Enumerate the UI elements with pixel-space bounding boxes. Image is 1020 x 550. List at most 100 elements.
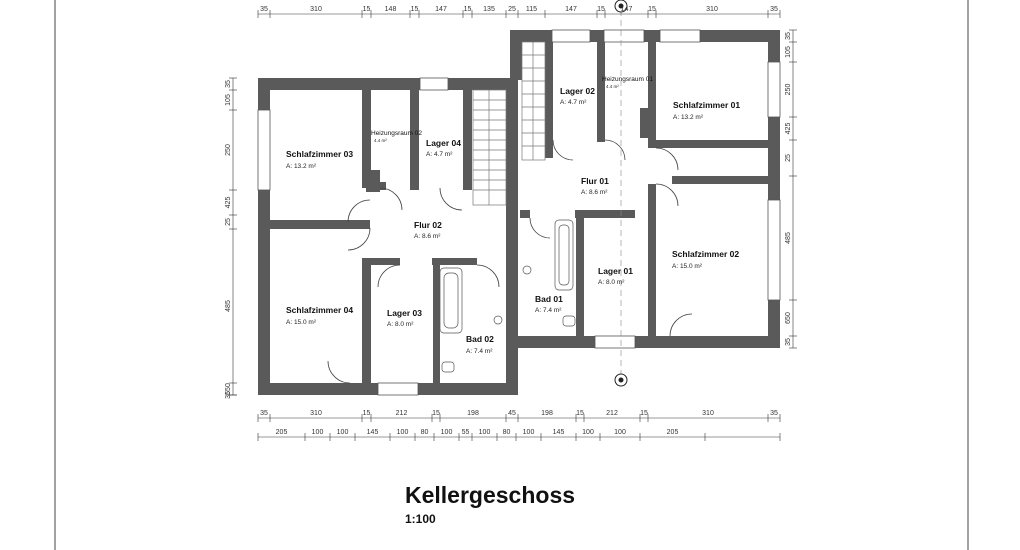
dimension-label: 25 bbox=[225, 218, 232, 226]
room-name: Flur 01 bbox=[581, 176, 609, 186]
dimension-label: 310 bbox=[706, 6, 718, 13]
room-area: A: 7.4 m² bbox=[466, 348, 493, 355]
dimension-label: 15 bbox=[411, 6, 419, 13]
dimension-label: 35 bbox=[785, 32, 792, 40]
walls bbox=[258, 30, 780, 395]
room-area: A: 15.0 m² bbox=[672, 263, 703, 270]
dimension-label: 100 bbox=[397, 429, 409, 436]
room-name: Schlafzimmer 01 bbox=[673, 100, 740, 110]
dimension-label: 425 bbox=[785, 123, 792, 135]
room-area: A: 13.2 m² bbox=[286, 163, 317, 170]
dimension-label: 250 bbox=[225, 144, 232, 156]
room-area: A: 8.0 m² bbox=[387, 321, 414, 328]
dimension-label: 212 bbox=[606, 410, 618, 417]
dimension-label: 25 bbox=[508, 6, 516, 13]
dimension-label: 115 bbox=[526, 6, 537, 13]
room-name: Lager 02 bbox=[560, 86, 595, 96]
room-area: A: 8.0 m² bbox=[598, 279, 625, 286]
room-name: Lager 04 bbox=[426, 138, 461, 148]
room-name: Lager 01 bbox=[598, 266, 633, 276]
dimension-label: 100 bbox=[441, 429, 453, 436]
dimension-label: 100 bbox=[312, 429, 324, 436]
room-name: Bad 01 bbox=[535, 294, 563, 304]
dimension-label: 15 bbox=[363, 6, 371, 13]
dimension-label: 145 bbox=[367, 429, 379, 436]
dimension-label: 650 bbox=[225, 383, 232, 395]
dimension-label: 80 bbox=[503, 429, 511, 436]
dimension-label: 147 bbox=[565, 6, 577, 13]
dimension-chain-top: 35 310 15 148 15 147 15 135 25 115 147 15 147 15 310 35 bbox=[257, 6, 781, 18]
dimension-label: 100 bbox=[337, 429, 349, 436]
dimension-label: 80 bbox=[421, 429, 429, 436]
dimension-label: 15 bbox=[464, 6, 472, 13]
dimension-label: 45 bbox=[508, 410, 516, 417]
dimension-label: 145 bbox=[553, 429, 565, 436]
sheet-title: Kellergeschoss bbox=[405, 482, 576, 508]
windows bbox=[257, 29, 781, 396]
dimension-label: 310 bbox=[310, 410, 322, 417]
section-marker-top bbox=[614, 0, 628, 13]
dimension-label: 147 bbox=[435, 6, 447, 13]
stairs-left bbox=[472, 89, 507, 206]
dimension-label: 15 bbox=[640, 410, 648, 417]
dimension-label: 15 bbox=[648, 6, 656, 13]
dimension-label: 105 bbox=[225, 94, 232, 106]
room-name: Heizungsraum 01 bbox=[602, 76, 653, 83]
room-area: 4.4 m² bbox=[606, 84, 619, 89]
dimension-label: 35 bbox=[225, 80, 232, 88]
room-area: A: 8.6 m² bbox=[581, 189, 608, 196]
dimension-label: 485 bbox=[785, 232, 792, 244]
stairs-right bbox=[521, 41, 546, 161]
section-marker-bottom bbox=[614, 373, 628, 387]
doors bbox=[327, 139, 693, 384]
dimension-label: 310 bbox=[702, 410, 714, 417]
dimension-label: 147 bbox=[621, 6, 633, 13]
room-name: Heizungsraum 02 bbox=[371, 130, 422, 137]
dimension-label: 15 bbox=[597, 6, 605, 13]
dimension-label: 310 bbox=[310, 6, 322, 13]
room-area: A: 13.2 m² bbox=[673, 114, 704, 121]
dimension-label: 100 bbox=[614, 429, 626, 436]
dimension-label: 135 bbox=[483, 6, 495, 13]
sanitary bbox=[439, 219, 576, 373]
room-area: A: 4.7 m² bbox=[426, 151, 453, 158]
dimension-label: 250 bbox=[785, 84, 792, 96]
dimension-label: 15 bbox=[363, 410, 371, 417]
dimension-label: 15 bbox=[432, 410, 440, 417]
dimension-label: 148 bbox=[385, 6, 397, 13]
dimension-label: 198 bbox=[467, 410, 479, 417]
room-name: Schlafzimmer 04 bbox=[286, 305, 353, 315]
room-area: 4.4 m² bbox=[374, 138, 387, 143]
dimension-label: 100 bbox=[479, 429, 491, 436]
room-area: A: 7.4 m² bbox=[535, 307, 562, 314]
room-name: Lager 03 bbox=[387, 308, 422, 318]
dimension-label: 485 bbox=[225, 300, 232, 312]
dimension-label: 425 bbox=[225, 197, 232, 209]
room-labels: Schlafzimmer 03 A: 13.2 m² Heizungsraum … bbox=[286, 76, 740, 355]
dimension-label: 35 bbox=[785, 338, 792, 346]
dimension-label: 198 bbox=[541, 410, 553, 417]
dimension-label: 35 bbox=[770, 410, 778, 417]
room-name: Schlafzimmer 03 bbox=[286, 149, 353, 159]
room-name: Flur 02 bbox=[414, 220, 442, 230]
room-name: Bad 02 bbox=[466, 334, 494, 344]
dimension-label: 35 bbox=[260, 410, 268, 417]
dimension-label: 35 bbox=[225, 391, 232, 399]
dimension-label: 55 bbox=[462, 429, 470, 436]
sheet-scale: 1:100 bbox=[405, 512, 436, 526]
dimension-label: 205 bbox=[276, 429, 288, 436]
dimension-label: 650 bbox=[785, 312, 792, 324]
dimension-label: 35 bbox=[260, 6, 268, 13]
room-area: A: 8.6 m² bbox=[414, 233, 441, 240]
dimension-label: 205 bbox=[667, 429, 679, 436]
dimension-label: 100 bbox=[523, 429, 535, 436]
room-area: A: 4.7 m² bbox=[560, 99, 587, 106]
dimension-label: 212 bbox=[396, 410, 408, 417]
dimension-label: 35 bbox=[770, 6, 778, 13]
room-name: Schlafzimmer 02 bbox=[672, 249, 739, 259]
